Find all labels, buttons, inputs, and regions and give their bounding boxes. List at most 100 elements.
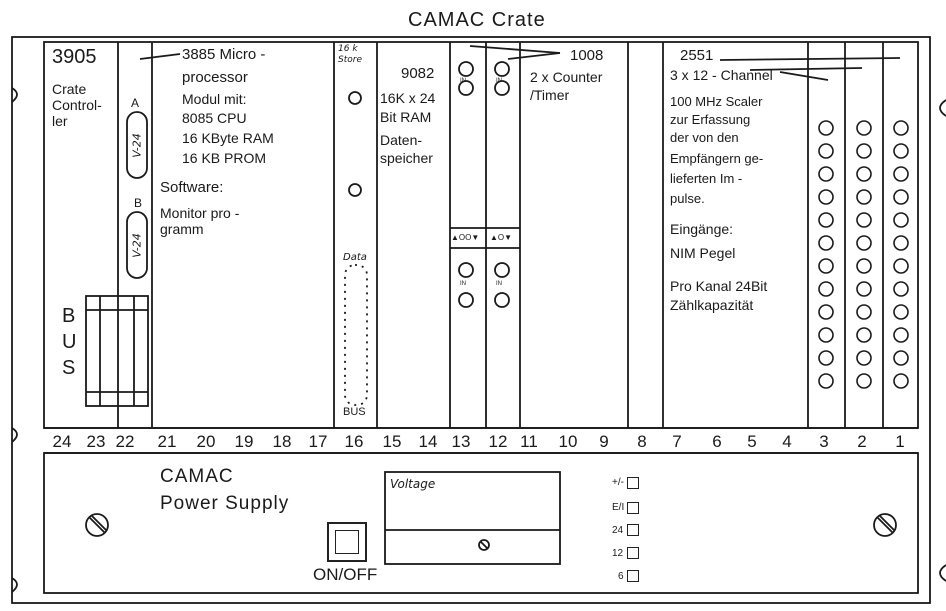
counter-a-in-socket-1 [458,61,474,77]
slot-number-7: 7 [672,432,682,451]
scaler-socket-col3-row9 [893,304,909,320]
counter-b-in-socket-3 [494,262,510,278]
software-line-3: gramm [160,221,204,237]
controller-name-line-1: Crate [52,81,87,97]
port-a-connector-label: V-24 [130,133,144,158]
right-mount-bracket [939,99,946,117]
counter-line-3: /Timer [530,87,570,103]
v24-connector-b [126,211,148,279]
port-b-connector-label: V-24 [130,233,144,258]
bus-letter-u: U [62,331,77,353]
micro-line-1: 3885 Micro - [182,46,266,63]
scaler-socket-col2-row11 [856,350,872,366]
software-line-1: Software: [160,179,224,196]
scaler-line-11: Pro Kanal 24Bit [670,278,768,294]
ram-line-5: speicher [380,150,433,166]
scaler-socket-col1-row4 [818,189,834,205]
scaler-socket-col3-row10 [893,327,909,343]
ram-line-3: Bit RAM [380,109,432,125]
store-data-connector [344,264,368,406]
counter-line-1: 1008 [570,47,604,64]
indicator-label-plus-minus: +/- [612,477,624,488]
store-bus-label: BUS [343,406,366,418]
counter-a-arrow-label: ▲OO▼ [451,233,480,242]
scaler-socket-col2-row6 [856,235,872,251]
power-supply-title-2: Power Supply [160,493,290,514]
scaler-socket-col1-row11 [818,350,834,366]
scaler-line-3: 100 MHz Scaler [670,94,763,109]
ram-line-4: Daten- [380,132,423,148]
ram-line-2: 16K x 24 [380,90,436,106]
micro-line-3: Modul mit: [182,91,247,107]
slot-number-8: 8 [637,432,647,451]
scaler-socket-col2-row2 [856,143,872,159]
on-off-switch[interactable] [327,522,367,562]
bus-letter-b: B [62,305,76,327]
counter-b-in-socket-2 [494,80,510,96]
slot-number-24: 24 [52,432,72,451]
slot-number-16: 16 [344,432,364,451]
controller-name-line-3: ler [52,113,68,129]
indicator-plus-minus [627,477,639,489]
indicator-24 [627,524,639,536]
scaler-socket-col2-row8 [856,281,872,297]
scaler-socket-col2-row5 [856,212,872,228]
counter-a-in-socket-3 [458,262,474,278]
scaler-socket-col3-row6 [893,235,909,251]
right-mount-bracket-lower [939,564,946,582]
indicator-label-6: 6 [618,571,624,582]
slot-number-15: 15 [382,432,402,451]
left-screw [85,513,109,537]
slot-number-17: 17 [308,432,328,451]
scaler-line-8: pulse. [670,191,705,206]
scaler-socket-col1-row8 [818,281,834,297]
counter-a-in-label: IN [460,78,466,84]
counter-b-in-socket-1 [494,61,510,77]
slot-number-14: 14 [418,432,438,451]
counter-b-in-label: IN [496,78,502,84]
on-off-label: ON/OFF [313,565,378,584]
slot-number-2: 2 [857,432,867,451]
scaler-socket-col1-row1 [818,120,834,136]
counter-line-2: 2 x Counter [530,69,603,85]
v24-connector-a [126,111,148,179]
scaler-socket-col3-row5 [893,212,909,228]
scaler-socket-col3-row7 [893,258,909,274]
scaler-socket-col1-row10 [818,327,834,343]
slot-number-22: 22 [115,432,135,451]
port-b-label: B [134,196,143,210]
scaler-line-9: Eingänge: [670,221,734,237]
left-mount-bracket [11,87,18,103]
counter-a-in-socket-2 [458,80,474,96]
scaler-line-6: Empfängern ge- [670,151,764,166]
scaler-socket-col2-row3 [856,166,872,182]
scaler-socket-col1-row3 [818,166,834,182]
slot-number-10: 10 [558,432,578,451]
indicator-ei [627,502,639,514]
scaler-socket-col1-row9 [818,304,834,320]
scaler-socket-col2-row1 [856,120,872,136]
voltage-meter-label: Voltage [390,477,436,491]
software-line-2: Monitor pro - [160,205,240,221]
indicator-6 [627,570,639,582]
slot-number-6: 6 [712,432,722,451]
store-led-1 [348,91,362,105]
counter-a-in-socket-4 [458,292,474,308]
bus-letter-s: S [62,357,76,379]
scaler-socket-col2-row10 [856,327,872,343]
scaler-line-4: zur Erfassung [670,112,751,127]
store-led-2 [348,183,362,197]
counter-a-in-label-lower: IN [460,281,466,287]
scaler-socket-col2-row4 [856,189,872,205]
voltage-meter [384,471,561,565]
slot-number-19: 19 [234,432,254,451]
scaler-line-2: 3 x 12 - Channel [670,67,773,83]
slot-number-18: 18 [272,432,292,451]
slot-number-1: 1 [895,432,905,451]
store-data-label: Data [343,252,367,263]
ram-line-1: 9082 [401,65,435,82]
port-a-label: A [131,96,140,110]
scaler-socket-col1-row5 [818,212,834,228]
scaler-socket-col2-row12 [856,373,872,389]
